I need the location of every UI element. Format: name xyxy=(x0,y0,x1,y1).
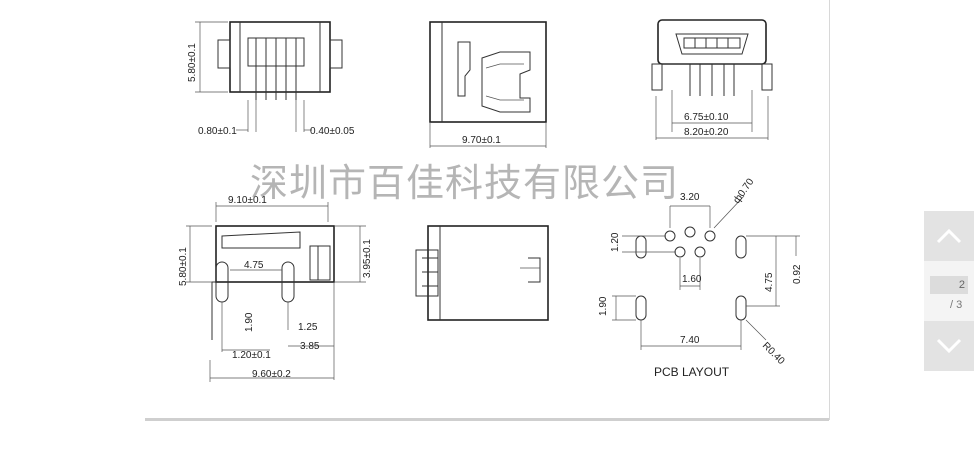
dim-d120: 1.20±0.1 xyxy=(232,350,271,361)
dim-r040: R0.40 xyxy=(760,340,787,367)
previous-page-button[interactable] xyxy=(924,211,974,261)
side-view xyxy=(186,202,366,382)
dim-p092: 0.92 xyxy=(792,264,803,284)
chevron-up-icon xyxy=(936,228,962,244)
pcb-layout-title: PCB LAYOUT xyxy=(654,365,730,379)
dim-d475: 4.75 xyxy=(244,260,264,271)
dim-w040: 0.40±0.05 xyxy=(310,126,355,137)
page-total-label: / 3 xyxy=(950,299,963,311)
dim-w910: 9.10±0.1 xyxy=(228,195,267,206)
dim-h580-side: 5.80±0.1 xyxy=(178,247,189,286)
dim-d125: 1.25 xyxy=(298,322,318,333)
dim-d385: 3.85 xyxy=(300,341,320,352)
bottom-center-view xyxy=(415,225,549,321)
dim-d190: 1.90 xyxy=(244,312,255,332)
top-view-center xyxy=(429,21,547,148)
page-number-input[interactable] xyxy=(930,276,968,294)
page-indicator: / 3 xyxy=(924,261,974,321)
dim-p740: 7.40 xyxy=(680,335,700,346)
pcb-layout-view xyxy=(612,195,800,350)
dim-w080: 0.80±0.1 xyxy=(198,126,237,137)
dim-p120: 1.20 xyxy=(610,232,621,252)
dim-w970: 9.70±0.1 xyxy=(462,135,501,146)
dim-h580-top: 5.80±0.1 xyxy=(187,43,198,82)
dim-p190: 1.90 xyxy=(598,296,609,316)
dim-phi070: ф0.70 xyxy=(731,176,757,206)
sheet-shadow xyxy=(145,418,829,421)
dim-w960: 9.60±0.2 xyxy=(252,369,291,380)
company-watermark: 深圳市百佳科技有限公司 xyxy=(250,161,680,205)
dim-h395: 3.95±0.1 xyxy=(362,239,373,278)
dim-w820: 8.20±0.20 xyxy=(684,127,729,138)
connector-front-view xyxy=(651,19,773,140)
next-page-button[interactable] xyxy=(924,321,974,371)
dim-w675: 6.75±0.10 xyxy=(684,112,729,123)
dim-p160: 1.60 xyxy=(682,274,702,285)
dim-p320: 3.20 xyxy=(680,192,700,203)
page-navigator: / 3 xyxy=(924,211,974,371)
chevron-down-icon xyxy=(936,338,962,354)
dim-p475: 4.75 xyxy=(764,272,775,292)
front-view-top xyxy=(195,21,343,132)
